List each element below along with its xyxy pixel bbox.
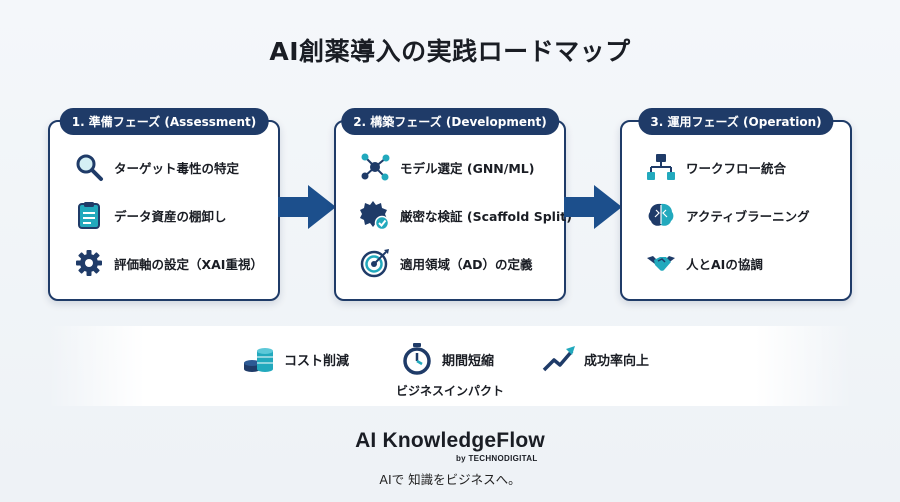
phase-item: 人とAIの協調 [646, 248, 763, 278]
phase-item-label: ターゲット毒性の特定 [114, 160, 240, 176]
brain-icon [646, 200, 676, 230]
coins-icon [242, 342, 276, 376]
phase-item: ターゲット毒性の特定 [74, 152, 239, 182]
stopwatch-icon [400, 342, 434, 376]
phase-card-assessment: 1. 準備フェーズ (Assessment) ターゲット毒性の特定 データ資産の… [48, 108, 280, 301]
impact-item-label: コスト削減 [284, 353, 350, 369]
phase-item: 厳密な検証 (Scaffold Split) [360, 200, 572, 230]
phase-item-label: 評価軸の設定（XAI重視） [114, 256, 263, 272]
phase-item: 適用領域（AD）の定義 [360, 248, 533, 278]
phase-item: モデル選定 (GNN/ML) [360, 152, 534, 182]
verified-badge-icon [360, 200, 390, 230]
phase-item-label: 人とAIの協調 [686, 256, 763, 272]
impact-item-cost: コスト削減 [242, 342, 349, 376]
phase-item: ワークフロー統合 [646, 152, 786, 182]
phase-item: アクティブラーニング [646, 200, 810, 230]
phase-item-label: アクティブラーニング [686, 208, 810, 224]
phase-item-label: データ資産の棚卸し [114, 208, 227, 224]
phase-item: データ資産の棚卸し [74, 200, 227, 230]
impact-item-label: 成功率向上 [584, 353, 650, 369]
trend-up-icon [542, 342, 576, 376]
phase-item-label: ワークフロー統合 [686, 160, 787, 176]
phase-card-operation: 3. 運用フェーズ (Operation) ワークフロー統合 アクティブラーニン… [620, 108, 852, 301]
impact-item-time: 期間短縮 [400, 342, 494, 376]
phase-item-label: 厳密な検証 (Scaffold Split) [400, 208, 572, 224]
impact-item-label: 期間短縮 [442, 353, 495, 369]
magnifier-icon [74, 152, 104, 182]
business-impact-panel: コスト削減 期間短縮 成功率向上 ビジネスインパクト [48, 326, 852, 406]
brand-name: AI KnowledgeFlow [355, 429, 545, 452]
workflow-icon [646, 152, 676, 182]
brand-by-line: by TECHNODIGITAL [456, 454, 538, 463]
brand-tagline: AIで 知識をビジネスへ。 [379, 472, 521, 487]
impact-caption: ビジネスインパクト [395, 384, 504, 398]
phase-label: 1. 準備フェーズ (Assessment) [59, 108, 269, 135]
phase-label: 3. 運用フェーズ (Operation) [638, 108, 834, 135]
arrow-right-icon [564, 185, 622, 229]
page-title: AI創薬導入の実践ロードマップ [269, 37, 631, 66]
phase-card-development: 2. 構築フェーズ (Development) モデル選定 (GNN/ML) 厳… [334, 108, 572, 301]
clipboard-icon [74, 200, 104, 230]
impact-item-success: 成功率向上 [542, 342, 649, 376]
phase-item: 評価軸の設定（XAI重視） [74, 248, 263, 278]
phase-item-label: モデル選定 (GNN/ML) [400, 160, 535, 176]
arrow-right-icon [278, 185, 336, 229]
handshake-icon [646, 248, 676, 278]
gear-icon [74, 248, 104, 278]
phase-item-label: 適用領域（AD）の定義 [400, 256, 533, 272]
phase-label: 2. 構築フェーズ (Development) [341, 108, 559, 135]
target-icon [360, 248, 390, 278]
molecule-graph-icon [360, 152, 390, 182]
